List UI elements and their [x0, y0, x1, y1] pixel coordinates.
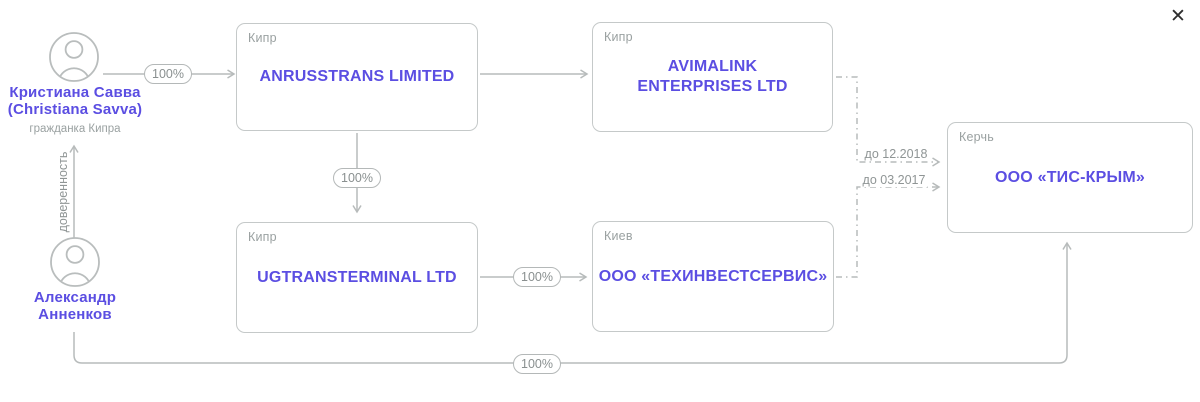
person-node-annenkov[interactable] — [49, 236, 101, 288]
share-pill-ugtransterminal-tehinvestservis: 100% — [513, 267, 561, 287]
person-name-savva[interactable]: Кристиана Савва (Christiana Savva) — [0, 84, 150, 118]
person-name-annenkov[interactable]: Александр Анненков — [0, 289, 150, 323]
share-pill-annenkov-tiskrym: 100% — [513, 354, 561, 374]
company-location: Кипр — [248, 230, 277, 244]
company-node-avimalink[interactable]: Кипр AVIMALINK ENTERPRISES LTD — [592, 22, 833, 132]
person-name-line2: Анненков — [38, 306, 112, 323]
edge-annenkov-tiskrym — [73, 243, 1067, 364]
company-node-tiskrym[interactable]: Керчь ООО «ТИС-КРЫМ» — [947, 122, 1193, 233]
person-name-line2: (Christiana Savva) — [7, 101, 143, 118]
company-name: ООО «ТЕХИНВЕСТСЕРВИС» — [598, 267, 828, 285]
person-name-line1: Александр — [33, 289, 117, 306]
company-node-anrusstrans[interactable]: Кипр ANRUSSTRANS LIMITED — [236, 23, 478, 131]
person-icon — [50, 237, 100, 287]
share-pill-savva-anrusstrans: 100% — [144, 64, 192, 84]
company-node-tehinvestservis[interactable]: Киев ООО «ТЕХИНВЕСТСЕРВИС» — [592, 221, 834, 332]
person-node-savva[interactable] — [48, 31, 100, 83]
person-subtitle-savva: гражданка Кипра — [29, 123, 121, 135]
share-pill-anrusstrans-ugtransterminal: 100% — [333, 168, 381, 188]
company-location: Керчь — [959, 130, 994, 144]
close-icon[interactable]: ✕ — [1166, 4, 1190, 28]
company-node-ugtransterminal[interactable]: Кипр UGTRANSTERMINAL LTD — [236, 222, 478, 333]
edge-date-label-tehinvestservis: до 03.2017 — [860, 173, 928, 187]
company-name: ANRUSSTRANS LIMITED — [259, 68, 455, 85]
edge-date-label-avimalink: до 12.2018 — [862, 147, 930, 161]
company-location: Киев — [604, 229, 633, 243]
person-icon — [49, 32, 99, 82]
company-location: Кипр — [604, 30, 633, 44]
edge-tehinvestservis-tiskrym — [836, 187, 939, 278]
company-name: UGTRANSTERMINAL LTD — [257, 268, 457, 286]
company-location: Кипр — [248, 31, 277, 45]
edge-avimalink-tiskrym — [836, 76, 939, 162]
person-name-line1: Кристиана Савва — [9, 84, 141, 101]
company-name: ООО «ТИС-КРЫМ» — [995, 168, 1145, 186]
company-name: AVIMALINK ENTERPRISES LTD — [637, 58, 788, 95]
edge-label-power-of-attorney: доверенность — [56, 151, 70, 233]
